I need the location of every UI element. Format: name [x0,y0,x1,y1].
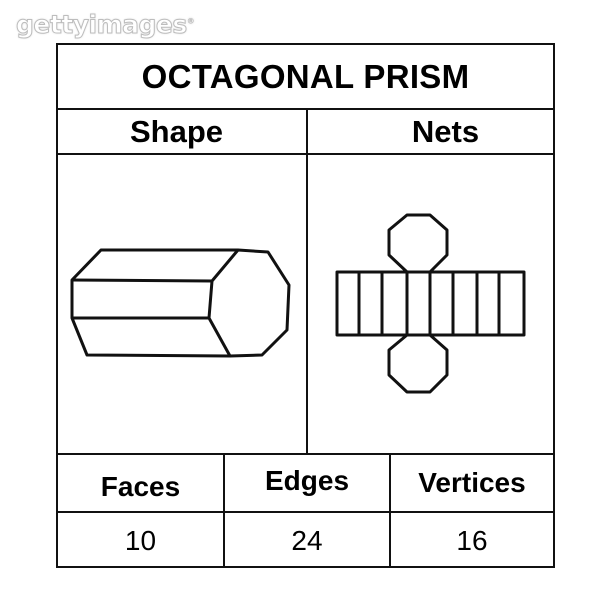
divider [58,108,553,110]
faces-label: Faces [100,471,181,502]
divider [306,108,308,455]
octagonal-prism-net-icon [335,213,526,394]
edges-label: Edges [264,465,350,496]
divider [58,453,553,455]
watermark-logo: gettyimages® [16,10,195,40]
shape-header: Shape [130,113,224,149]
vertices-label: Vertices [418,467,526,498]
octagonal-prism-shape-icon [70,248,291,358]
watermark-text: gettyimages [16,10,188,40]
faces-value: 10 [124,524,157,556]
info-table: OCTAGONAL PRISM Shape Nets Faces Edges V… [56,43,555,568]
page-title: OCTAGONAL PRISM [141,57,470,95]
vertices-value: 16 [456,524,488,556]
divider [58,153,553,155]
divider [223,453,225,568]
divider [58,511,553,513]
edges-value: 24 [291,524,323,556]
nets-header: Nets [411,113,480,149]
registered-mark: ® [186,16,195,26]
divider [389,453,391,568]
